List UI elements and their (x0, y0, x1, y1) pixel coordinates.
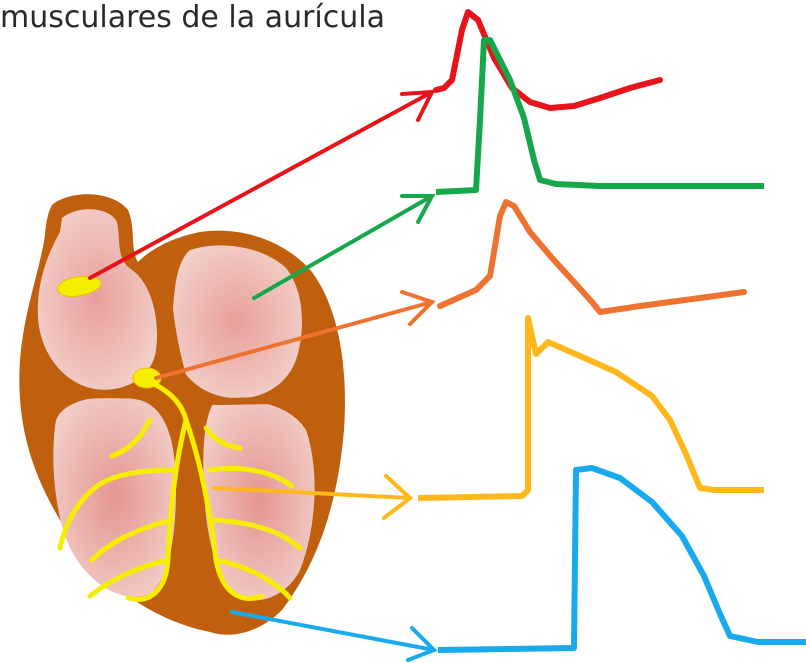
right-atrium-chamber (172, 245, 302, 398)
trace-sinus-node (436, 40, 764, 192)
heart-illustration (19, 194, 345, 634)
arrow-ventricular-muscle (232, 612, 434, 660)
trace-av-node (440, 202, 744, 312)
trace-atrial-muscle (436, 12, 660, 108)
left-ventricle-chamber (53, 397, 176, 597)
